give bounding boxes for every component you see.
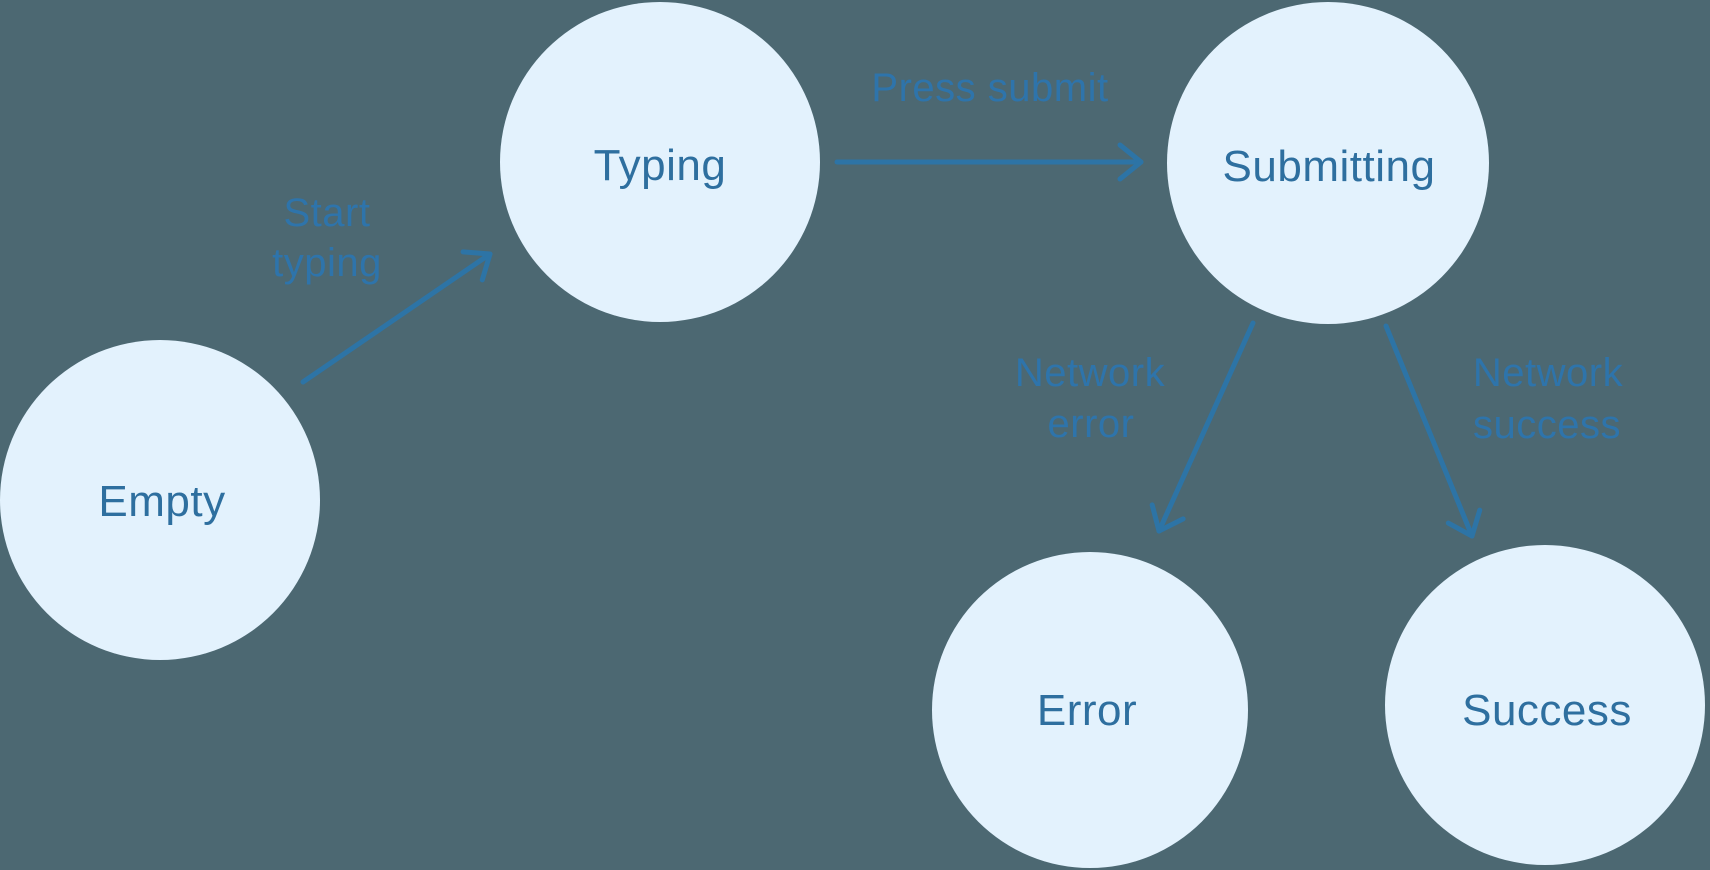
transition-label-network-success-line2: success (1473, 403, 1621, 447)
state-label-success: Success (1462, 686, 1632, 735)
transition-label-network-error-line2: error (1048, 402, 1135, 446)
transition-label-network-success-line1: Network (1473, 351, 1624, 395)
transition-arrow-submitting-error (1149, 320, 1256, 534)
state-label-error: Error (1037, 686, 1137, 735)
transition-labels: Start typing Press submit Network error … (272, 66, 1623, 447)
state-label-typing: Typing (594, 141, 727, 190)
transition-label-start-typing-line1: Start (284, 191, 371, 235)
transition-label-network-error-line1: Network (1015, 351, 1166, 395)
state-node-empty (0, 340, 320, 660)
state-node-labels: Empty Typing Submitting Error Success (98, 141, 1632, 735)
transition-label-press-submit: Press submit (871, 66, 1108, 110)
transition-arrows (300, 142, 1483, 539)
transition-label-network-success: Network success (1473, 351, 1624, 447)
transition-label-start-typing: Start typing (272, 191, 382, 285)
state-node-success (1385, 545, 1705, 865)
transition-label-network-error: Network error (1015, 351, 1166, 446)
state-node-typing (500, 2, 820, 322)
state-label-submitting: Submitting (1223, 142, 1436, 191)
transition-label-start-typing-line2: typing (272, 241, 382, 285)
state-node-error (932, 552, 1248, 868)
transition-arrow-empty-typing (300, 249, 493, 385)
state-node-submitting (1167, 2, 1489, 324)
state-label-empty: Empty (98, 477, 225, 526)
transition-arrow-submitting-success (1383, 323, 1483, 539)
